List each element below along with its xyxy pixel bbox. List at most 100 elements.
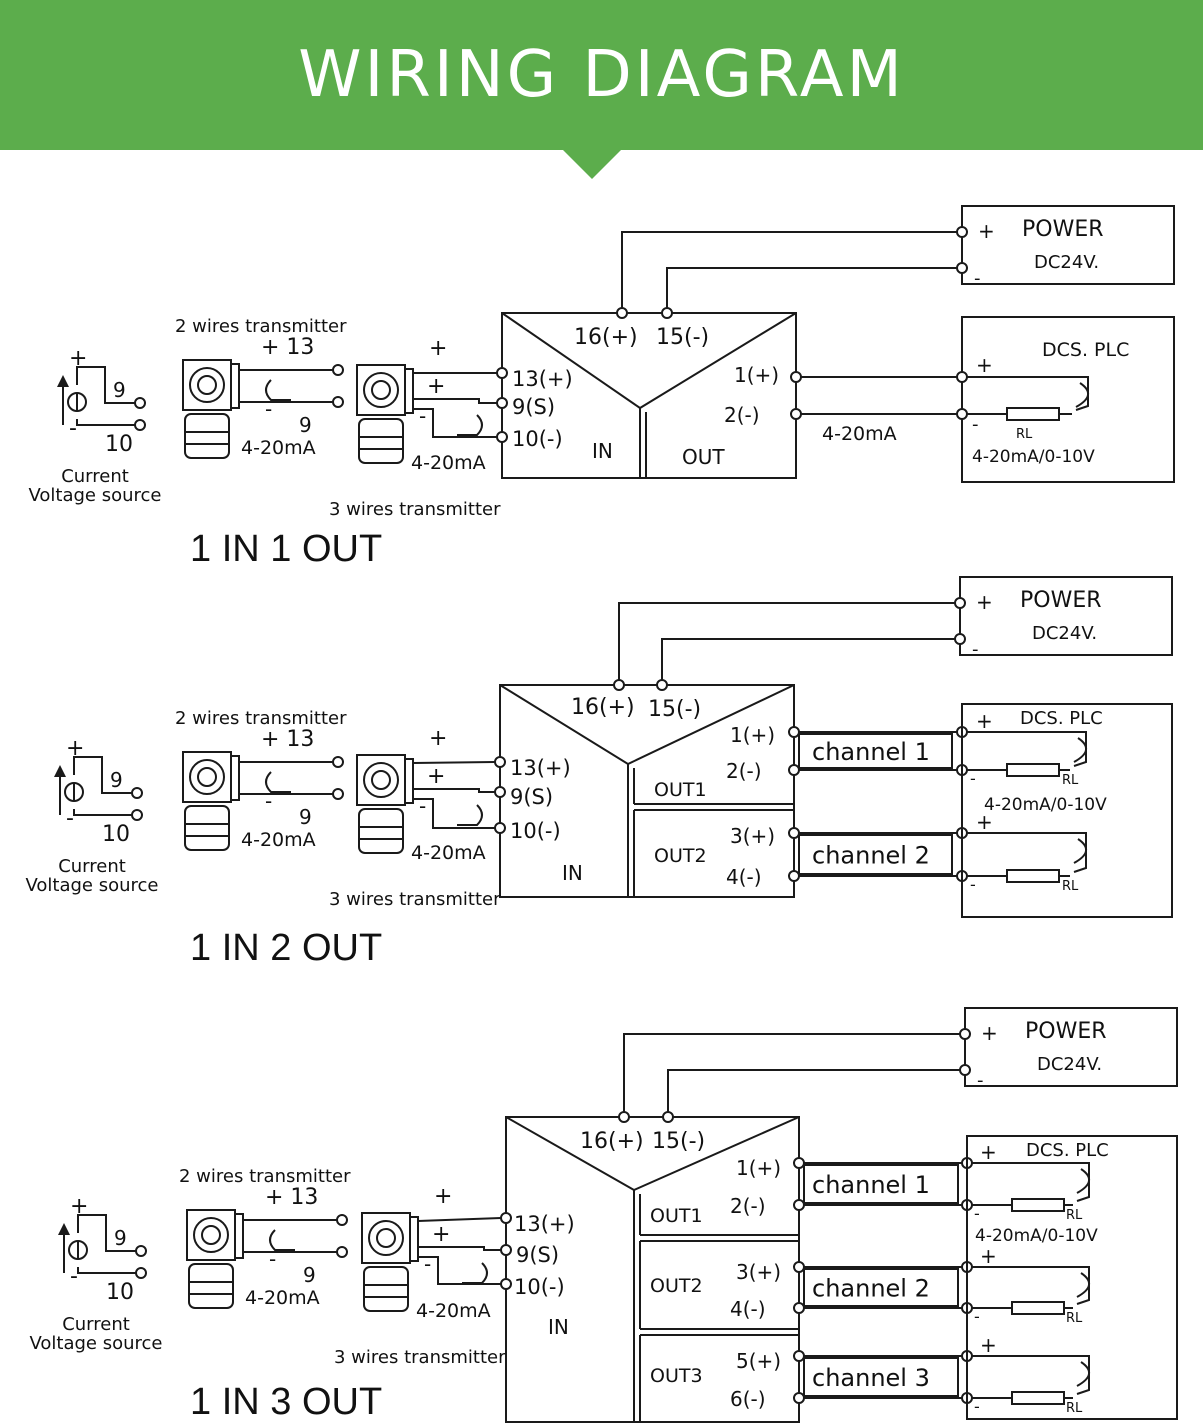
- dcs-plc-box: [961, 703, 1173, 918]
- dcs-title: DCS. PLC: [1042, 339, 1129, 361]
- two-wire-transmitter-gauge-inner: [201, 1225, 221, 1245]
- dcs-plus: +: [976, 810, 993, 834]
- channel-label: channel 1: [812, 1171, 930, 1199]
- source-label-current: Current: [58, 856, 126, 877]
- source-term-9: 9: [113, 378, 126, 402]
- dcs-plc-box: [966, 1135, 1178, 1420]
- power-minus-wire: [667, 1069, 960, 1117]
- three-wire-label: 3 wires transmitter: [334, 1347, 506, 1368]
- loop-arrow-icon: [265, 771, 291, 793]
- two-wire-signal: 4-20mA: [245, 1287, 320, 1309]
- two-wire-transmitter-gauge-icon: [189, 759, 225, 795]
- module-16-label: 16(+): [571, 695, 635, 720]
- dcs-minus: -: [974, 1204, 980, 1223]
- power-minus-wire: [666, 267, 957, 313]
- dcs-minus: -: [974, 1397, 980, 1416]
- two-wire-transmitter-gauge-icon: [189, 367, 225, 403]
- power-plus-wire: [618, 602, 955, 685]
- source-wire-plus: [73, 756, 132, 794]
- power-terminal-plus: [956, 226, 968, 238]
- channel-box: [803, 1164, 959, 1204]
- terminal-9: [135, 1245, 147, 1257]
- terminal-15: [656, 679, 668, 691]
- power-box: [959, 576, 1173, 656]
- two-wire-9: 9: [303, 1263, 316, 1287]
- two-wire-transmitter-body: [184, 805, 230, 851]
- two-wire-transmitter-terminal-block: [230, 363, 240, 409]
- out-term-1-label: 1(+): [734, 363, 779, 387]
- dcs-plc-box: [961, 316, 1175, 483]
- arrow-head-icon: [54, 765, 66, 777]
- out-term-plus-label: 1(+): [730, 723, 775, 747]
- rl-label: RL: [1066, 1401, 1083, 1416]
- terminal-16: [613, 679, 625, 691]
- source-label-voltage: Voltage source: [28, 485, 161, 506]
- three-wire-plus-a: +: [434, 1184, 452, 1209]
- source-term-10: 10: [106, 1280, 134, 1305]
- power-title: POWER: [1022, 217, 1104, 242]
- three-wire-transmitter-gauge-inner: [371, 770, 391, 790]
- module-16-label: 16(+): [574, 325, 638, 350]
- channel-box: [798, 733, 953, 769]
- loop-arrow-icon: [1073, 838, 1087, 864]
- dcs-minus: -: [972, 414, 979, 435]
- two-wire-transmitter-gauge-icon: [193, 1217, 229, 1253]
- power-plus-wire: [621, 231, 957, 313]
- rl-label: RL: [1016, 427, 1033, 442]
- three-wire-transmitter-gauge-icon: [363, 372, 399, 408]
- in-term-10-label: 10(-): [512, 427, 563, 451]
- in-term-13-label: 13(+): [510, 756, 571, 780]
- loop-arrow-icon: [1073, 737, 1087, 763]
- source-plus: +: [69, 346, 87, 371]
- loop-arrow-icon: [457, 804, 483, 826]
- terminal-10: [134, 419, 146, 431]
- out-term-minus-label: 4(-): [726, 865, 762, 889]
- terminal-15: [662, 1111, 674, 1123]
- out-terminal-plus: [788, 726, 800, 738]
- three-wire-transmitter-terminal-block: [404, 368, 414, 414]
- two-wire-terminal-9: [332, 396, 344, 408]
- in-terminal-9: [500, 1244, 512, 1256]
- power-plus: +: [978, 219, 995, 243]
- three-wire-minus: -: [424, 1252, 431, 1276]
- dcs-loop-wire: [972, 1266, 1090, 1305]
- page-title: WIRING DIAGRAM: [298, 38, 905, 112]
- channel-label: channel 2: [812, 1275, 930, 1303]
- source-term-9: 9: [114, 1226, 127, 1250]
- terminal-15: [661, 307, 673, 319]
- two-wire-terminal-13: [336, 1214, 348, 1226]
- dcs-range: 4-20mA/0-10V: [972, 447, 1095, 467]
- channel-box: [803, 1357, 959, 1397]
- in-terminal-10: [494, 822, 506, 834]
- two-wire-terminal-9: [336, 1246, 348, 1258]
- rl-label: RL: [1066, 1208, 1083, 1223]
- loop-arrow-icon: [265, 379, 291, 401]
- terminal-10: [131, 809, 143, 821]
- two-wire-signal: 4-20mA: [241, 829, 316, 851]
- three-wire-label: 3 wires transmitter: [329, 889, 501, 910]
- out-terminal-plus: [793, 1350, 805, 1362]
- source-minus: -: [70, 1264, 78, 1289]
- power-title: POWER: [1020, 588, 1102, 613]
- two-wire-plus-13: + 13: [265, 1185, 318, 1210]
- out-term-minus-label: 2(-): [726, 759, 762, 783]
- two-wire-label: 2 wires transmitter: [179, 1166, 351, 1187]
- in-term-9-label: 9(S): [512, 395, 555, 419]
- dcs-minus: -: [970, 875, 976, 894]
- out-terminal-1: [790, 371, 802, 383]
- power-minus-wire: [661, 638, 955, 685]
- load-resistor-icon: [1006, 869, 1060, 883]
- two-wire-transmitter-gauge-inner: [197, 375, 217, 395]
- three-wire-plus-b: +: [432, 1222, 450, 1247]
- three-wire-signal-wire: [418, 1246, 501, 1251]
- power-terminal-plus: [954, 597, 966, 609]
- module-15-label: 15(-): [656, 325, 709, 350]
- power-terminal-minus: [956, 262, 968, 274]
- three-wire-signal: 4-20mA: [411, 842, 486, 864]
- power-terminal-minus: [954, 633, 966, 645]
- terminal-9: [131, 787, 143, 799]
- two-wire-transmitter-body: [188, 1263, 234, 1309]
- dcs-range: 4-20mA/0-10V: [984, 795, 1107, 815]
- three-wire-plus-b: +: [427, 374, 445, 399]
